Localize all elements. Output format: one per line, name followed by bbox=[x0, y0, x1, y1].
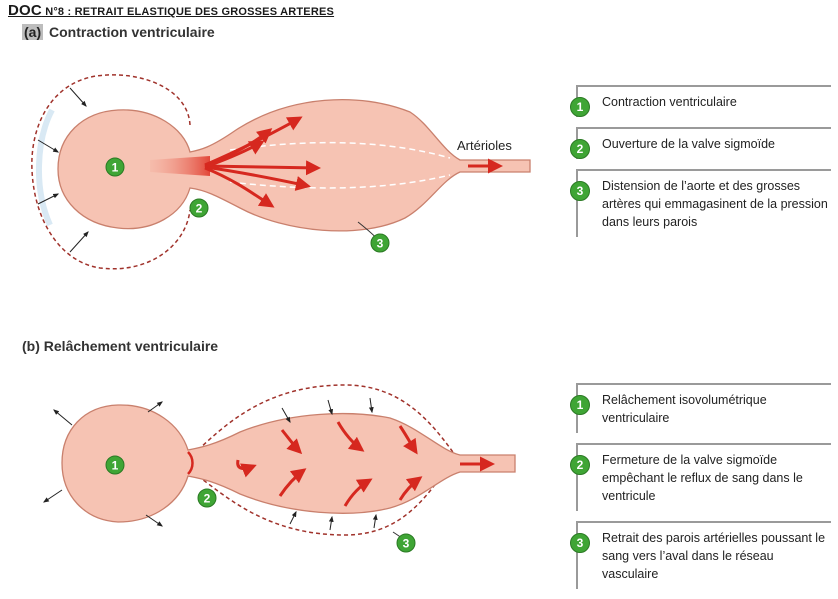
svg-text:2: 2 bbox=[204, 492, 211, 506]
svg-text:2: 2 bbox=[196, 202, 203, 216]
arterioles-label: Artérioles bbox=[457, 138, 512, 153]
svg-text:1: 1 bbox=[112, 161, 119, 175]
legend-a-item-1: 1 Contraction ventriculaire bbox=[570, 85, 831, 117]
legend-a-badge-2: 2 bbox=[570, 139, 590, 159]
badge-a-3: 3 bbox=[370, 233, 390, 253]
legend-b-text-1: Relâchement isovolumétrique ventriculair… bbox=[602, 393, 767, 425]
artery-b-dashed-bottom bbox=[197, 475, 441, 536]
ejection-jet bbox=[150, 156, 210, 176]
legend-b-badge-3: 3 bbox=[570, 533, 590, 553]
badge-b-3: 3 bbox=[396, 533, 416, 553]
compression-arrows-b bbox=[281, 397, 378, 531]
badge-b-2: 2 bbox=[197, 488, 217, 508]
artery-b-dashed-top bbox=[197, 384, 456, 456]
doc-title-subtitle: RETRAIT ELASTIQUE DES GROSSES ARTERES bbox=[74, 6, 335, 18]
doc-title-prefix: DOC bbox=[8, 2, 42, 19]
badge-a-2: 2 bbox=[189, 198, 209, 218]
legend-b-text-3: Retrait des parois artérielles poussant … bbox=[602, 531, 826, 581]
closed-valve bbox=[187, 451, 194, 475]
ventricle-b-body bbox=[61, 404, 516, 523]
legend-b-item-1: 1 Relâchement isovolumétrique ventricula… bbox=[570, 383, 831, 433]
ventricle-a-body bbox=[57, 99, 531, 232]
svg-text:3: 3 bbox=[377, 237, 384, 251]
panel-a: 1 2 3 bbox=[31, 74, 531, 270]
compression-arrows-a bbox=[37, 87, 89, 253]
flow-arrows-a bbox=[204, 116, 321, 208]
doc-title-number: N°8 : bbox=[41, 6, 75, 18]
legend-a-item-3: 3 Distension de l’aorte et des grosses a… bbox=[570, 169, 831, 237]
legend-a-badge-3: 3 bbox=[570, 181, 590, 201]
artery-a-resting-wall-bottom bbox=[229, 174, 451, 189]
svg-text:3: 3 bbox=[403, 537, 410, 551]
legend-a: 1 Contraction ventriculaire 2 Ouverture … bbox=[570, 85, 831, 247]
badge-b-1: 1 bbox=[105, 455, 125, 475]
section-b-letter: (b) bbox=[22, 338, 40, 354]
badge-a-1: 1 bbox=[105, 157, 125, 177]
legend-b-badge-1: 1 bbox=[570, 395, 590, 415]
legend-a-item-2: 2 Ouverture de la valve sigmoïde bbox=[570, 127, 831, 159]
legend-b: 1 Relâchement isovolumétrique ventricula… bbox=[570, 383, 831, 599]
legend-a-text-3: Distension de l’aorte et des grosses art… bbox=[602, 179, 828, 229]
section-b-title: (b) Relâchement ventriculaire bbox=[22, 338, 218, 354]
flow-arrows-b bbox=[236, 421, 423, 507]
ventricle-a-halo bbox=[36, 108, 55, 227]
document-title: DOC N°8 : RETRAIT ELASTIQUE DES GROSSES … bbox=[8, 2, 334, 19]
ventricle-a-dashed-outline bbox=[31, 74, 191, 270]
expansion-arrows-b bbox=[43, 401, 163, 527]
legend-b-item-2: 2 Fermeture de la valve sigmoïde empêcha… bbox=[570, 443, 831, 511]
legend-b-text-2: Fermeture de la valve sigmoïde empêchant… bbox=[602, 453, 803, 503]
panel-b: 1 2 3 bbox=[43, 384, 516, 553]
section-a-label: Contraction ventriculaire bbox=[49, 24, 215, 40]
legend-b-item-3: 3 Retrait des parois artérielles poussan… bbox=[570, 521, 831, 589]
section-b-label: Relâchement ventriculaire bbox=[43, 338, 219, 354]
legend-b-badge-2: 2 bbox=[570, 455, 590, 475]
legend-a-text-1: Contraction ventriculaire bbox=[602, 95, 737, 109]
section-a-letter: (a) bbox=[22, 24, 44, 40]
legend-a-text-2: Ouverture de la valve sigmoïde bbox=[602, 137, 776, 151]
legend-a-badge-1: 1 bbox=[570, 97, 590, 117]
section-a-title: (a) Contraction ventriculaire bbox=[22, 24, 215, 40]
svg-text:1: 1 bbox=[112, 459, 119, 473]
artery-a-resting-wall-top bbox=[229, 141, 451, 159]
